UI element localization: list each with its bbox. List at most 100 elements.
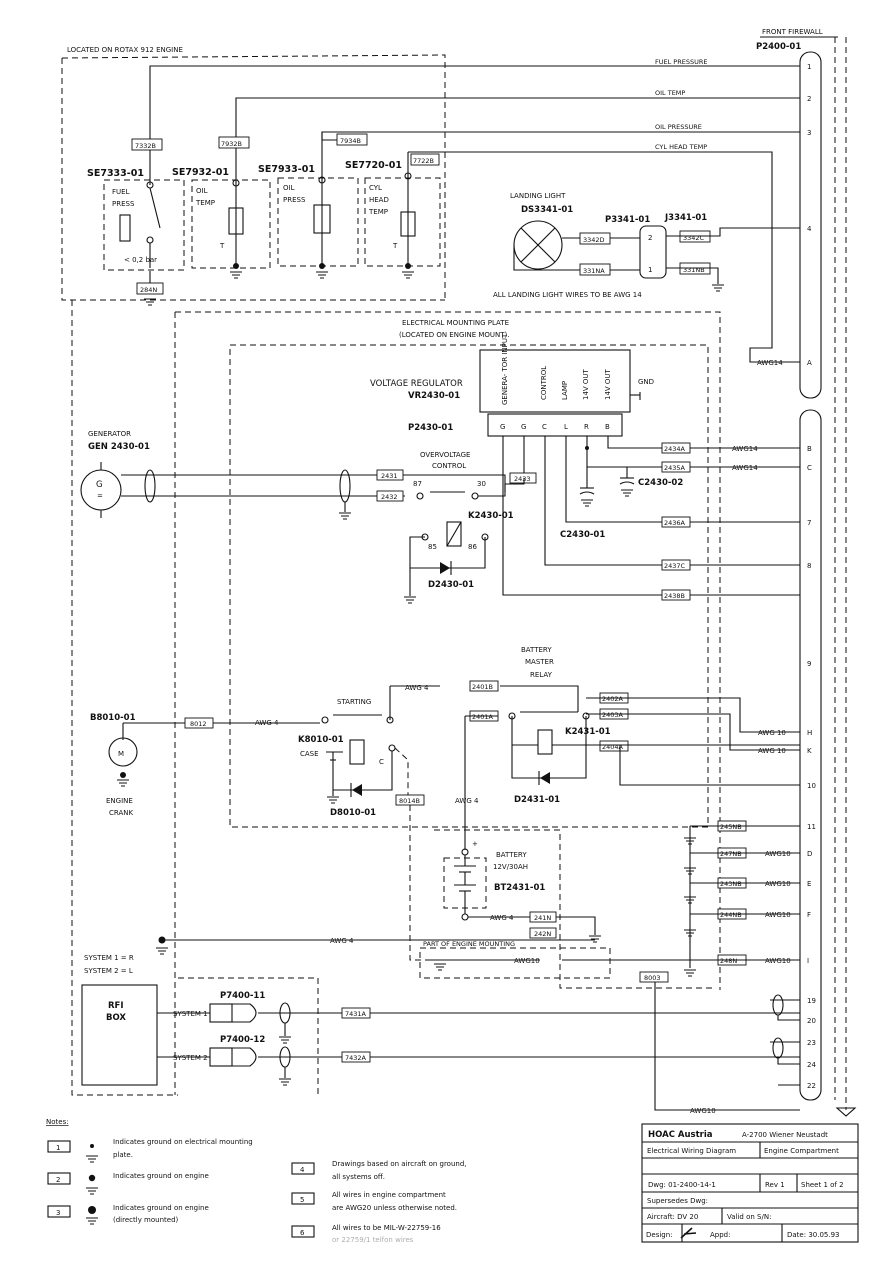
firewall-pin-k: K [807,747,812,755]
wire-247nb: 247NB [720,850,742,858]
note-key: 6 [300,1229,305,1237]
wire-2431: 2431 [381,472,398,480]
rfi-box: SYSTEM 1 = R SYSTEM 2 = L RFI BOX P7400-… [81,954,800,1095]
wire-2403a: 2403A [602,711,624,719]
sensor-name: PRESS [283,196,306,204]
wire-2434a: 2434A [664,445,686,453]
regulator-pin: R [584,423,589,431]
notes: Notes: 1 Indicates ground on electrical … [46,1118,467,1244]
drawing-supersedes: Supersedes Dwg: [647,1197,708,1205]
sensor-name: OIL [283,184,295,192]
rfi-system2: SYSTEM 2 [173,1054,208,1062]
regulator-pin: B [605,423,610,431]
ground-bus: 245NB 247NB 243NB 244NB 248N AWG10 AWG10… [683,820,800,977]
generator: GENERATOR GEN 2430-01 G = 2431 2432 2433 [80,430,537,520]
wire-244nb: 244NB [720,911,742,919]
firewall-title: FRONT FIREWALL [762,28,823,36]
aircraft: Aircraft: DV 20 [647,1213,698,1221]
voltage-regulator: VOLTAGE REGULATOR VR2430-01 P2430-01 GND… [370,333,654,437]
note-text: Drawings based on aircraft on ground, [332,1160,467,1168]
wire-243nb: 243NB [720,880,742,888]
rfi-box-line1: RFI [108,1001,124,1011]
firewall-pin-8: 8 [807,562,811,570]
sensor-name: CYL [369,184,382,192]
firewall-pin-3: 3 [807,129,811,137]
overvoltage-line1: OVERVOLTAGE [420,451,470,459]
wire-8014b: 8014B [399,797,420,805]
regulator-col: CONTROL [540,366,548,400]
wire-7332b: 7332B [135,142,156,150]
sensor-oil-press: 7934B SE7933-01 OIL PRESS [258,132,368,279]
notes-title: Notes: [46,1118,69,1126]
firewall-pin-24: 24 [807,1061,816,1069]
starter-case: CASE [300,750,319,758]
gauge-label: AWG 10 [758,747,786,755]
sensor-cyl-head-temp: 7722B SE7720-01 CYL HEAD TEMP T [345,152,441,279]
firewall-pin-9: 9 [807,660,811,668]
engine-label: LOCATED ON ROTAX 912 ENGINE [67,46,183,54]
wire-2401a: 2401A [472,713,494,721]
firewall-pin-1: 1 [807,63,811,71]
wire-2436a: 2436A [664,519,686,527]
wire-248n: 248N [720,957,737,965]
regulator-pin: G [521,423,526,431]
rfi-plug-2: P7400-12 [220,1035,265,1045]
gauge-label: AWG14 [732,445,758,453]
gauge-label: AWG10 [765,911,791,919]
firewall-pin-2: 2 [807,95,811,103]
generator-letter: G [96,480,103,490]
note-text: Indicates ground on engine [113,1172,209,1180]
sensor-name: TEMP [368,208,388,216]
svg-text:T: T [219,242,225,250]
wire-3342c: 3342C [683,234,705,242]
rfi-box-line2: BOX [106,1013,126,1023]
rfi-system1: SYSTEM 1 [173,1010,208,1018]
wire-284n: 284N [140,286,157,294]
starting-label: STARTING [337,698,371,706]
gauge-label: AWG 4 [330,937,354,945]
wire-331na: 331NA [583,267,605,275]
wire-2437c: 2437C [664,562,686,570]
wire-242n: 242N [534,930,551,938]
drawing-number: Dwg: 01-2400-14-1 [648,1181,716,1189]
diode-id: D8010-01 [330,808,376,818]
battery: AWG 4 + BATTERY 12V/30AH BT2431-01 AWG 4… [155,797,800,1115]
relay-pin: 85 [428,543,437,551]
landing-id: DS3341-01 [521,205,573,215]
regulator-id: VR2430-01 [408,391,460,401]
gauge-label: AWG10 [765,880,791,888]
wire-2438b: 2438B [664,592,685,600]
regulator-title: VOLTAGE REGULATOR [370,379,463,389]
gauge-label: AWG 4 [455,797,479,805]
approved-label: Appd: [710,1231,730,1239]
signal-cyl-head-temp: CYL HEAD TEMP [655,143,707,151]
battery-plus: + [472,840,478,848]
plate-line2: (LOCATED ON ENGINE MOUNT). [399,331,509,339]
firewall-pin-11: 11 [807,823,816,831]
regulator-plug: P2430-01 [408,423,453,433]
engine-enclosure: LOCATED ON ROTAX 912 ENGINE [61,46,446,1096]
engine-mount-label: PART OF ENGINE MOUNTING [423,940,515,948]
crank-line1: ENGINE [106,797,133,805]
note-key: 5 [300,1196,304,1204]
firewall-pin-19: 19 [807,997,816,1005]
drawing-sheet: Sheet 1 of 2 [801,1181,844,1189]
note-text: Indicates ground on electrical mounting [113,1138,253,1146]
sensor-id: SE7333-01 [87,168,144,179]
signal-fuel-pressure: FUEL PRESSURE [655,58,707,66]
wire-7934b: 7934B [340,137,361,145]
gauge-label: AWG14 [757,359,783,367]
battery-master-relay: BATTERY MASTER RELAY AWG 4 2401B 2401A 2… [390,646,800,850]
gauge-label: AWG10 [765,850,791,858]
sensor-oil-temp: 7932B SE7932-01 OIL TEMP T [172,136,271,279]
note-text: All wires in engine compartment [332,1191,446,1199]
relay-id: K2431-01 [565,727,611,737]
firewall-pin-23: 23 [807,1039,816,1047]
wire-7432a: 7432A [345,1054,367,1062]
sensor-note: < 0,2 bar [124,256,157,264]
wire-241n: 241N [534,914,551,922]
regulator-col: 14V OUT [604,368,612,400]
wire-2432: 2432 [381,493,398,501]
note-key: 2 [56,1176,60,1184]
